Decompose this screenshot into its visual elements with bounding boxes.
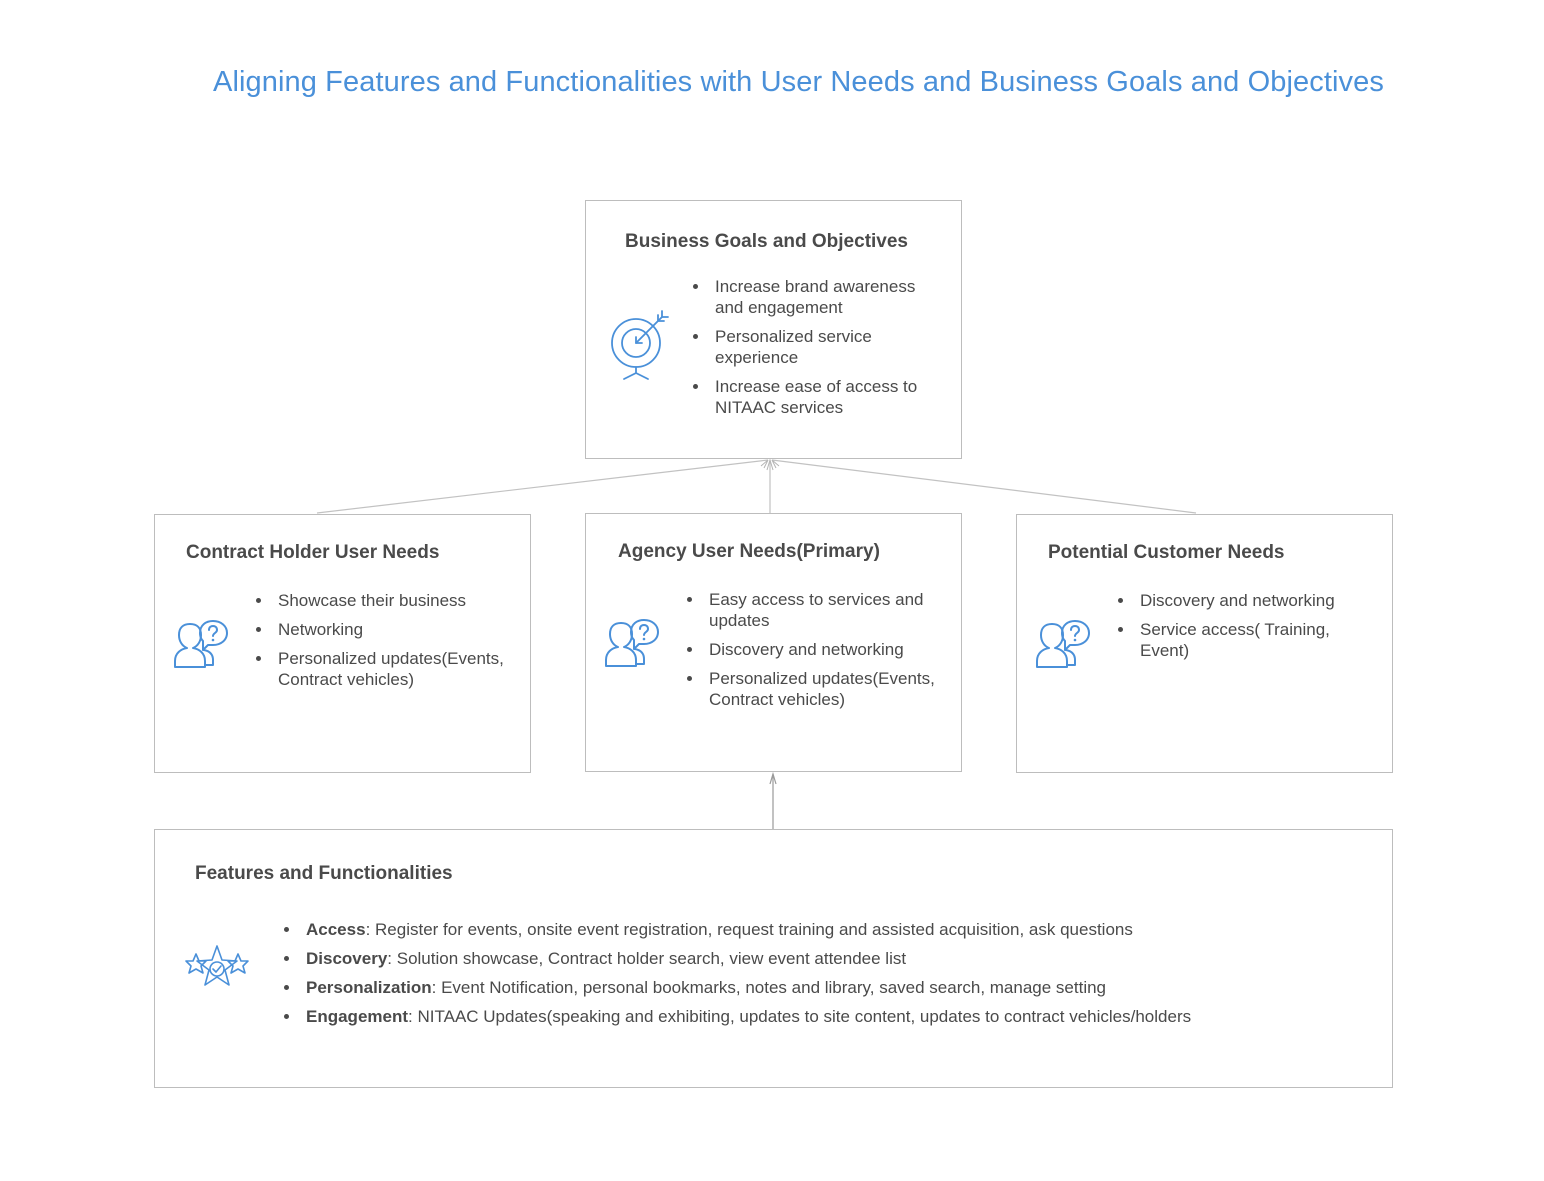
list-item: Discovery: Solution showcase, Contract h… xyxy=(283,948,1363,969)
arrowhead-business-left xyxy=(760,459,769,469)
business-goals-card: Business Goals and Objectives Increase b… xyxy=(585,200,962,459)
agency-card: Agency User Needs(Primary) Easy access t… xyxy=(585,513,962,772)
business-goals-title: Business Goals and Objectives xyxy=(625,231,908,252)
arrowhead-business-right xyxy=(771,459,780,469)
list-item: Personalization: Event Notification, per… xyxy=(283,977,1363,998)
features-card: Features and Functionalities Access: Reg… xyxy=(154,829,1393,1088)
list-item: Easy access to services and updates xyxy=(686,589,944,631)
feature-key: Access xyxy=(306,920,366,939)
feature-text: : Event Notification, personal bookmarks… xyxy=(431,978,1107,997)
stars-badge-icon xyxy=(184,944,250,992)
list-item: Discovery and networking xyxy=(1117,590,1367,611)
features-title: Features and Functionalities xyxy=(195,863,453,884)
connector-potential-to-business xyxy=(771,459,1197,514)
agency-list: Easy access to services and updates Disc… xyxy=(686,589,944,718)
target-icon xyxy=(610,305,676,381)
arrowhead-agency xyxy=(769,771,777,785)
list-item: Increase brand awareness and engagement xyxy=(692,276,942,318)
users-question-icon xyxy=(173,619,237,671)
potential-customer-title: Potential Customer Needs xyxy=(1048,542,1285,563)
contract-holder-title: Contract Holder User Needs xyxy=(186,542,440,563)
connector-contract-holder-to-business xyxy=(316,459,769,514)
arrowhead-business-center xyxy=(766,458,774,471)
users-question-icon xyxy=(604,618,668,670)
feature-text: : Register for events, onsite event regi… xyxy=(365,920,1133,939)
feature-key: Discovery xyxy=(306,949,388,968)
page-title: Aligning Features and Functionalities wi… xyxy=(213,66,1384,98)
list-item: Engagement: NITAAC Updates(speaking and … xyxy=(283,1006,1363,1027)
features-list: Access: Register for events, onsite even… xyxy=(283,919,1363,1035)
list-item: Networking xyxy=(255,619,505,640)
list-item: Personalized updates(Events, Contract ve… xyxy=(686,668,944,710)
users-question-icon xyxy=(1035,619,1099,671)
list-item: Increase ease of access to NITAAC servic… xyxy=(692,376,942,418)
feature-key: Personalization xyxy=(306,978,432,997)
contract-holder-card: Contract Holder User Needs Showcase thei… xyxy=(154,514,531,773)
list-item: Personalized updates(Events, Contract ve… xyxy=(255,648,505,690)
feature-text: : Solution showcase, Contract holder sea… xyxy=(387,949,907,968)
potential-customer-list: Discovery and networking Service access(… xyxy=(1117,590,1367,669)
list-item: Discovery and networking xyxy=(686,639,944,660)
agency-title: Agency User Needs(Primary) xyxy=(618,541,880,562)
feature-key: Engagement xyxy=(306,1007,409,1026)
list-item: Service access( Training, Event) xyxy=(1117,619,1367,661)
list-item: Access: Register for events, onsite even… xyxy=(283,919,1363,940)
list-item: Personalized service experience xyxy=(692,326,942,368)
business-goals-list: Increase brand awareness and engagement … xyxy=(692,276,942,426)
potential-customer-card: Potential Customer Needs Discovery and n… xyxy=(1016,514,1393,773)
contract-holder-list: Showcase their business Networking Perso… xyxy=(255,590,505,698)
feature-text: : NITAAC Updates(speaking and exhibiting… xyxy=(408,1007,1192,1026)
list-item: Showcase their business xyxy=(255,590,505,611)
